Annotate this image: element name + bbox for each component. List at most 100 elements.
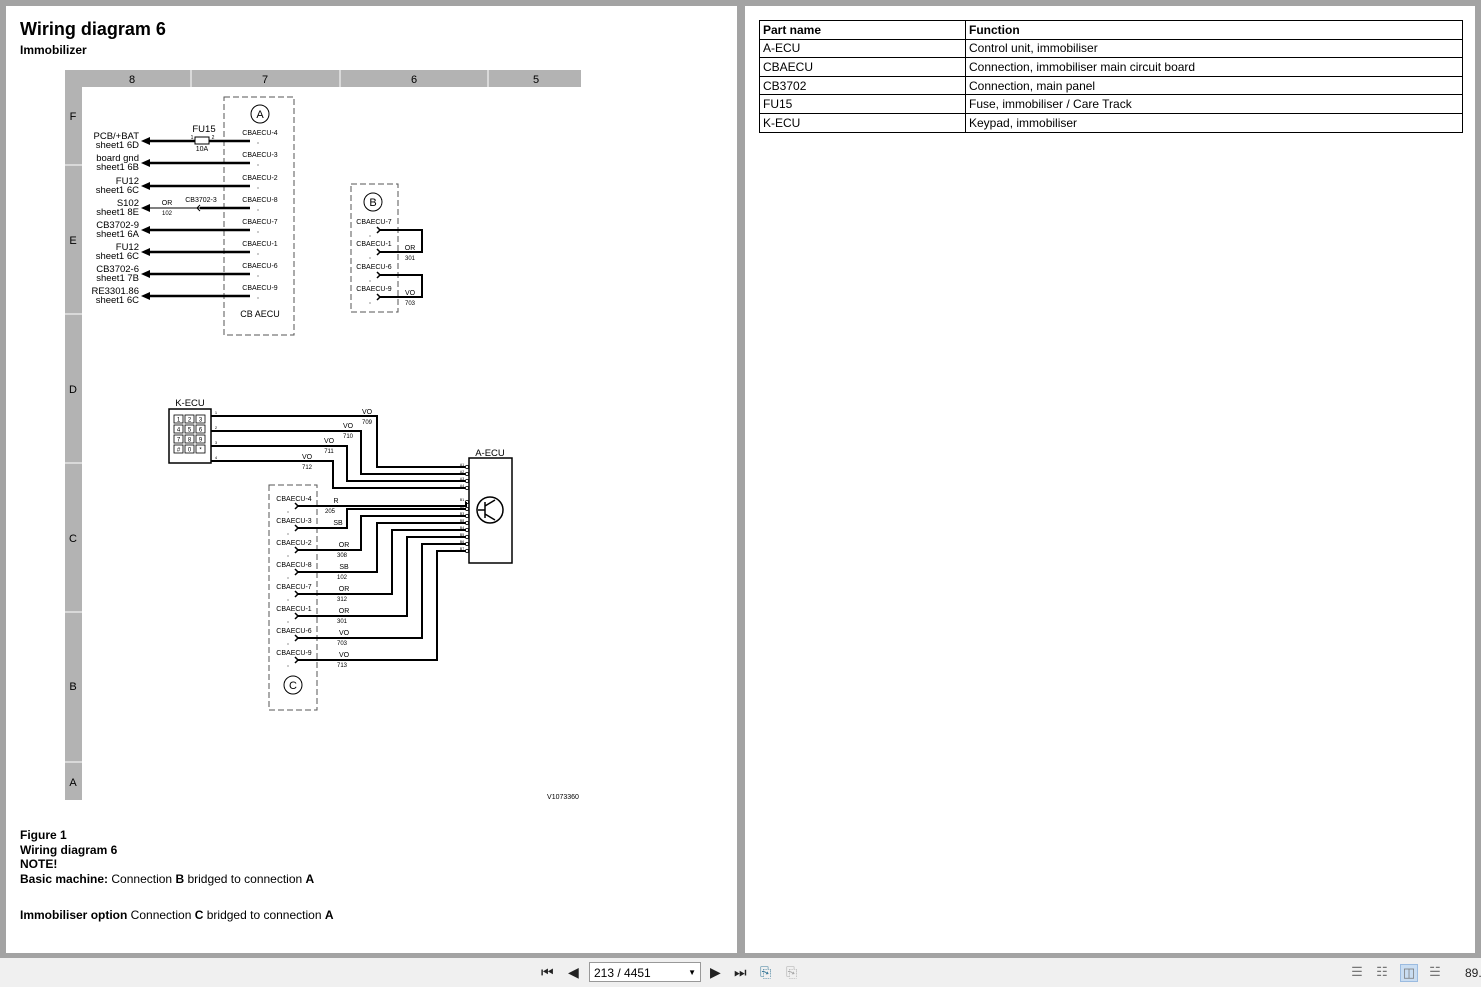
grid-row-bar — [65, 70, 82, 800]
kecu-name: K-ECU — [175, 398, 205, 409]
last-page-icon[interactable]: ⏭ — [734, 964, 747, 980]
bridge-wire — [380, 274, 423, 298]
wire-number: 709 — [362, 420, 373, 426]
connector-a-pin-label: CBAECU-7 — [242, 219, 278, 226]
keypad-key-label: 2 — [188, 418, 192, 424]
arrow-head-icon — [141, 204, 150, 212]
wire-color: VO — [339, 652, 350, 659]
connector-a-pin-label: CBAECU-1 — [242, 241, 278, 248]
fuse-rating: 10A — [196, 146, 209, 153]
page-number-select[interactable]: 213 / 4451▼ — [589, 962, 701, 982]
keypad-key — [173, 424, 184, 434]
pin-terminal-icon — [294, 634, 300, 642]
arrow-head-icon — [141, 159, 150, 167]
connector-c-pin-label: CBAECU-1 — [276, 606, 312, 613]
continuous-facing-view-icon[interactable]: ☱ — [1429, 964, 1441, 979]
wire-color: VO — [324, 438, 335, 445]
function-cell: Control unit, immobiliser — [965, 38, 1463, 59]
part-name-cell: CB3702 — [759, 75, 966, 96]
aecu-pin — [464, 478, 469, 483]
connector-c-pin-label: CBAECU-7 — [276, 584, 312, 591]
aecu-pin-label: A3 — [460, 477, 464, 481]
figure-code: V1073360 — [547, 794, 579, 801]
page-title: Wiring diagram 6 — [20, 19, 166, 39]
pin-terminal-icon — [376, 293, 382, 301]
connector-c-wire — [298, 529, 466, 595]
connector-c-wire — [298, 543, 466, 639]
target-sheet: sheet1 6C — [96, 295, 139, 306]
connector-b-pin-label: CBAECU-6 — [356, 264, 392, 271]
go-forward-icon[interactable]: ⎘ — [786, 964, 798, 980]
part-name-cell: A-ECU — [759, 38, 966, 59]
target-name: PCB/+BAT — [94, 131, 140, 142]
wire-color: VO — [362, 409, 373, 416]
column-header: Part name — [759, 20, 966, 40]
connector-icon — [196, 204, 201, 212]
wire-number: 205 — [325, 509, 336, 515]
target-name: CB3702-9 — [96, 220, 139, 231]
pin-dot — [369, 235, 371, 237]
go-back-icon[interactable]: ⎘ — [760, 964, 772, 980]
wire-color: VO — [405, 290, 416, 297]
single-page-view-icon[interactable]: ☰ — [1351, 964, 1363, 979]
wire-color: OR — [339, 586, 350, 593]
connector-b-pin-label: CBAECU-9 — [356, 286, 392, 293]
pin-dot — [369, 302, 371, 304]
arrow-head-icon — [141, 292, 150, 300]
keypad-key — [184, 414, 195, 424]
target-sheet: sheet1 8E — [96, 207, 139, 218]
wire-color: SB — [333, 520, 343, 527]
keypad-key — [173, 434, 184, 444]
keypad-key-label: 8 — [188, 438, 192, 444]
target-name: S102 — [117, 198, 139, 209]
pin-dot — [287, 599, 289, 601]
pin-dot — [287, 533, 289, 535]
aecu-pin-label: B1 — [460, 498, 464, 502]
continuous-view-icon[interactable]: ☷ — [1376, 964, 1388, 979]
figure-caption: Wiring diagram 6 — [20, 842, 118, 857]
connector-name: CB3702-3 — [185, 197, 217, 204]
pin-terminal-icon — [294, 502, 300, 510]
wire-number: 301 — [405, 256, 416, 262]
connector-c-wire — [298, 522, 466, 573]
aecu-pin-label: B7 — [460, 547, 464, 551]
connector-a-pin-label: CBAECU-6 — [242, 263, 278, 270]
target-name: FU12 — [116, 176, 139, 187]
arrow-head-icon — [141, 182, 150, 190]
connector-b-pin-label: CBAECU-1 — [356, 241, 392, 248]
wire-color: VO — [302, 454, 313, 461]
keypad-key-label: 7 — [177, 438, 181, 444]
transistor-icon — [478, 499, 496, 521]
target-sheet: sheet1 6A — [96, 229, 139, 240]
connector-b-badge: B — [369, 197, 376, 209]
pin-dot — [257, 275, 259, 277]
facing-view-icon[interactable]: ◫ — [1400, 964, 1418, 982]
keypad-key-label: 6 — [199, 428, 203, 434]
next-page-icon[interactable]: ▶ — [710, 964, 721, 980]
pin-terminal-icon — [294, 568, 300, 576]
previous-page-icon[interactable]: ◀ — [568, 964, 579, 980]
fuse-pin: 2 — [212, 135, 215, 141]
keypad-key-label: 5 — [188, 428, 192, 434]
zoom-level[interactable]: 89. — [1465, 966, 1481, 980]
grid-row-label: B — [69, 681, 76, 693]
pin-dot — [369, 257, 371, 259]
wire-color: R — [333, 498, 338, 505]
keypad-key-label: 1 — [177, 418, 181, 424]
keypad-key — [195, 424, 206, 434]
keypad-key-label: # — [177, 448, 181, 454]
keypad-key-label: 3 — [199, 418, 203, 424]
grid-row-label: F — [70, 111, 77, 123]
connector-a-pin-label: CBAECU-4 — [242, 130, 278, 137]
aecu-pin-label: A2 — [460, 470, 464, 474]
target-sheet: sheet1 6B — [96, 162, 139, 173]
connector-b-badge-circle — [363, 192, 383, 212]
first-page-icon[interactable]: ⏮ — [541, 964, 554, 980]
wire-number: 703 — [405, 301, 416, 307]
connector-a-pin-label: CBAECU-2 — [242, 175, 278, 182]
arrow-head-icon — [141, 226, 150, 234]
